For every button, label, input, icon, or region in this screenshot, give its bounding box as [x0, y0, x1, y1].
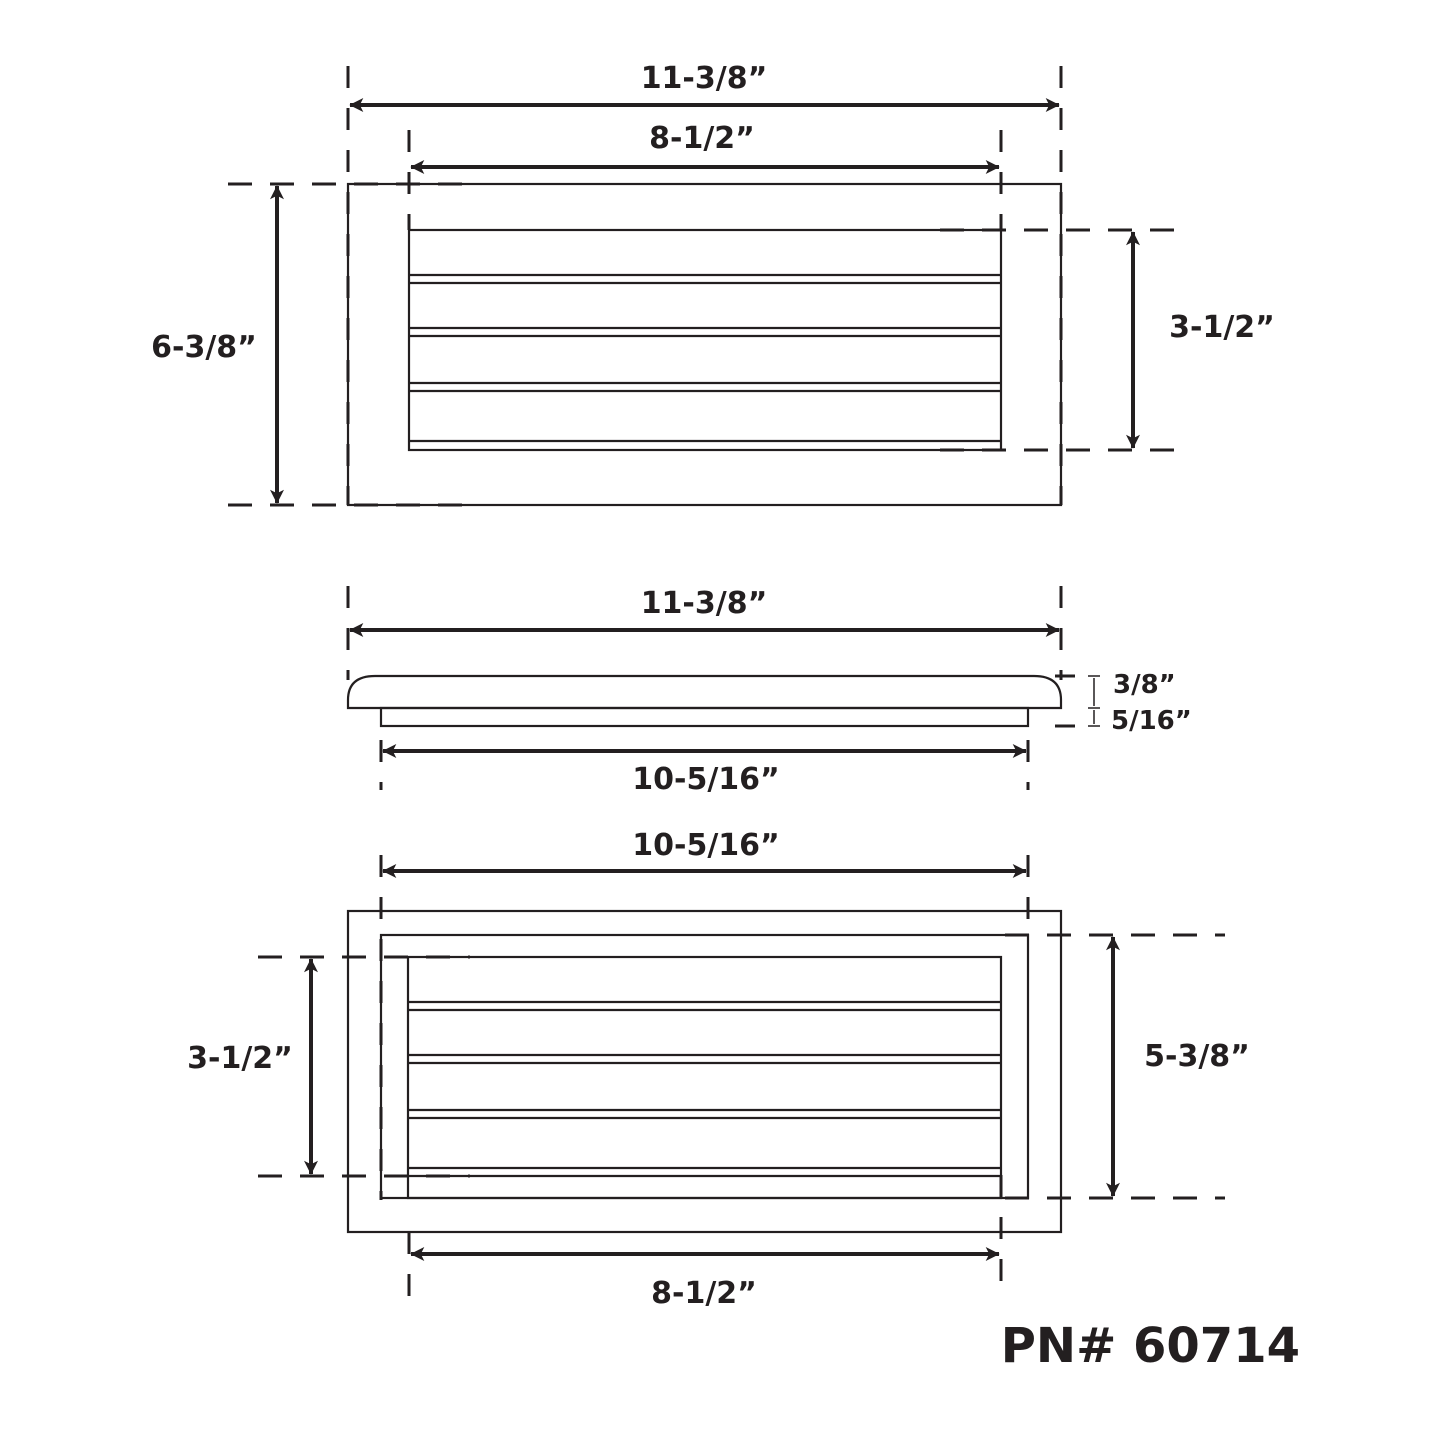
- side-view: 3/8” 5/16” 11-3/8” 10-5/16”: [346, 586, 1192, 797]
- back-view: 10-5/16” 8-1/2” 3-1/2” 5-3/8”: [187, 828, 1250, 1311]
- label-louver-height: 3-1/2”: [1169, 310, 1275, 345]
- label-flange-thickness: 3/8”: [1113, 670, 1176, 700]
- outer-frame: [346, 182, 1063, 507]
- outer-flange: [346, 909, 1063, 1234]
- label-body-height: 5-3/8”: [1144, 1039, 1250, 1074]
- louver-area: [407, 228, 1003, 452]
- part-number: PN# 60714: [1001, 1318, 1300, 1374]
- louver-area: [406, 955, 1003, 1200]
- label-louver-width: 8-1/2”: [651, 1276, 757, 1311]
- body-profile: [379, 706, 1030, 728]
- label-body-width: 10-5/16”: [632, 828, 780, 863]
- top-view: 11-3/8” 8-1/2” 6-3/8” 3-1/2”: [151, 61, 1275, 507]
- label-overall-width: 11-3/8”: [641, 586, 768, 621]
- label-louver-width: 8-1/2”: [649, 121, 755, 156]
- label-overall-width: 11-3/8”: [641, 61, 768, 96]
- body-outline: [379, 933, 1030, 1200]
- louvers: [408, 1000, 1001, 1178]
- label-body-depth: 5/16”: [1111, 706, 1192, 736]
- label-body-width: 10-5/16”: [632, 762, 780, 797]
- flange-profile: [346, 674, 1063, 710]
- label-louver-height: 3-1/2”: [187, 1041, 293, 1076]
- label-overall-height: 6-3/8”: [151, 330, 257, 365]
- louvers: [409, 273, 1001, 443]
